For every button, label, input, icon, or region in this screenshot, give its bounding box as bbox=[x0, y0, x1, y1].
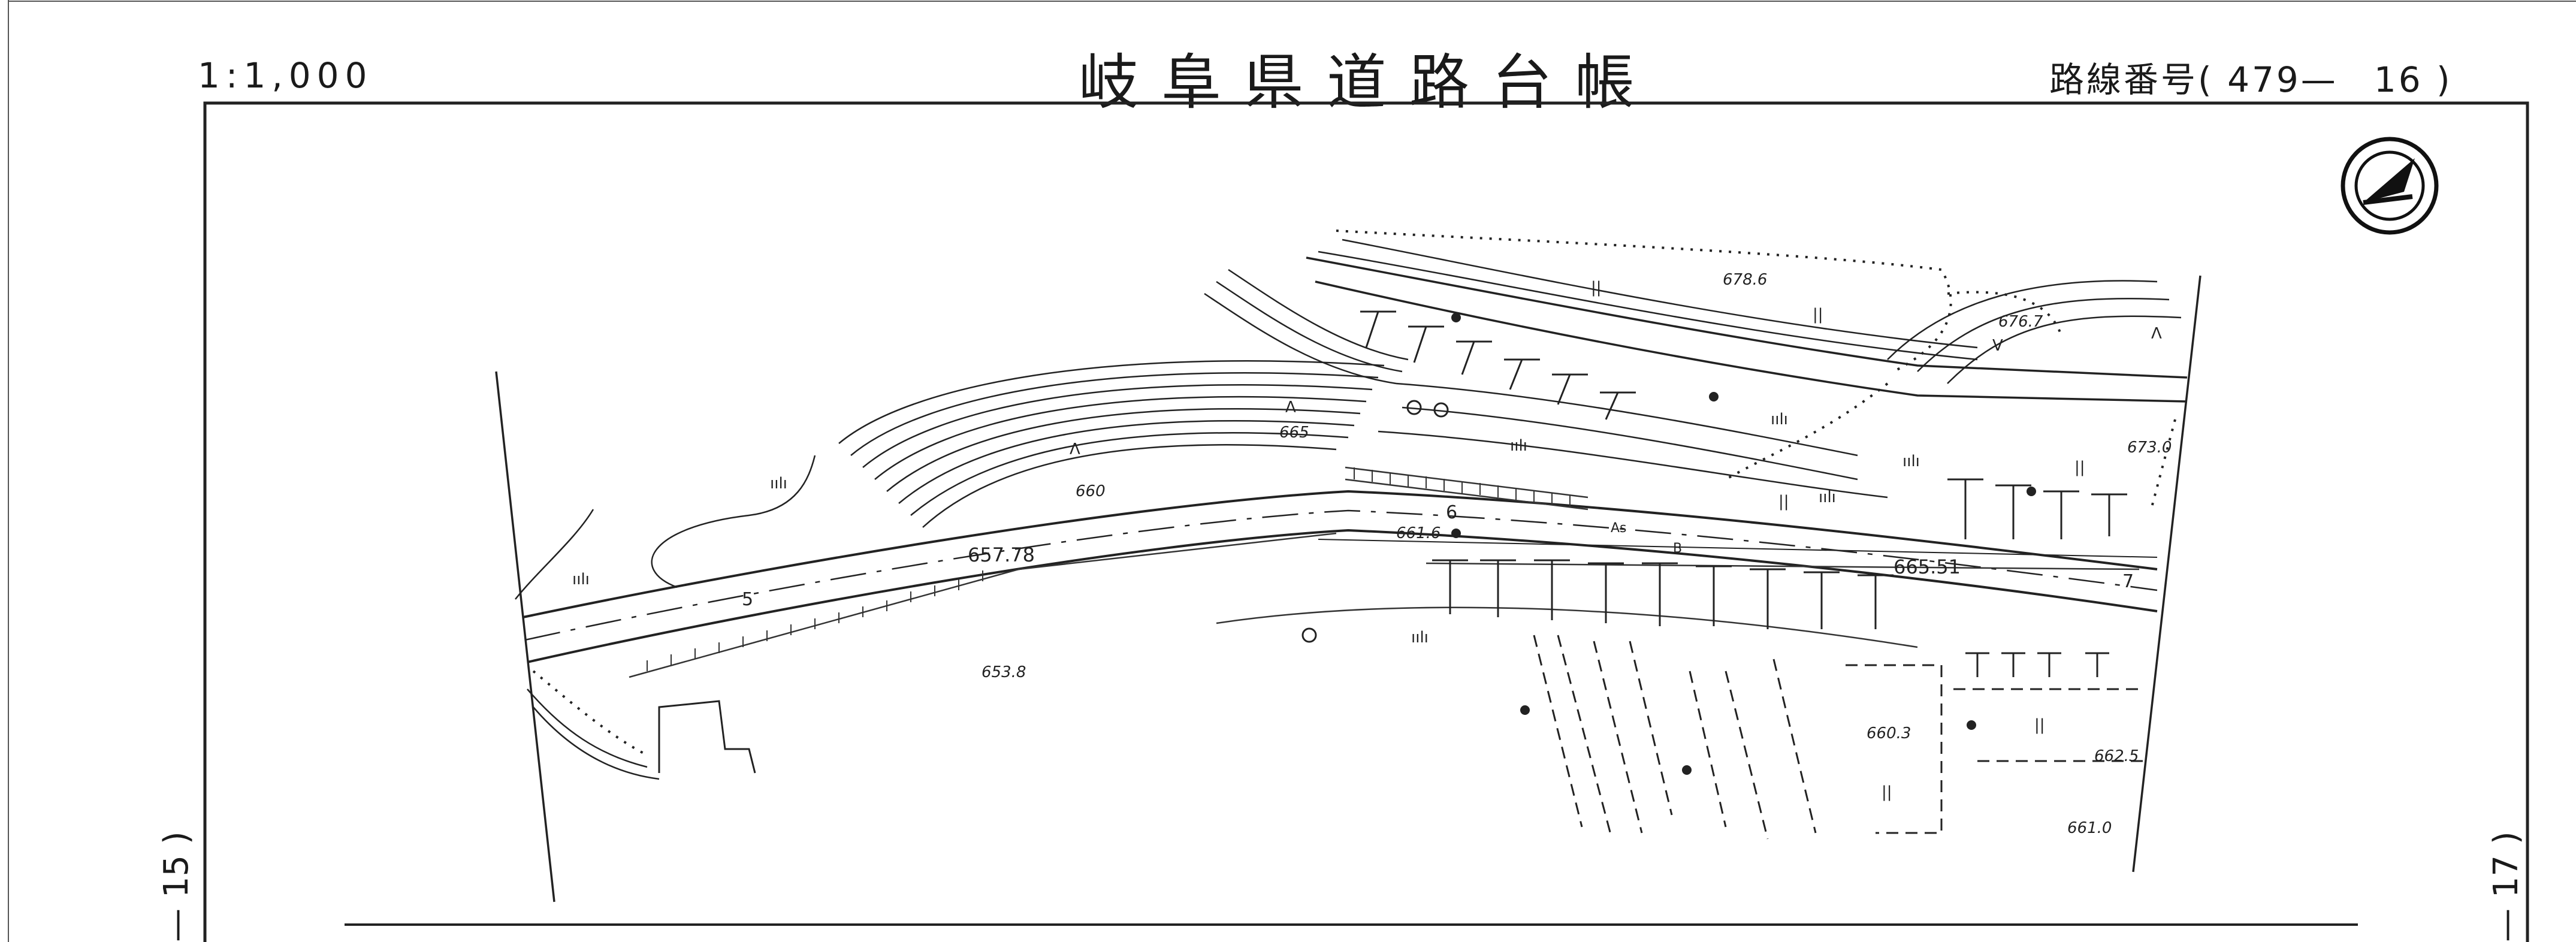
elevation-label: 660 bbox=[1076, 482, 1106, 500]
elevation-label: 653.8 bbox=[982, 663, 1026, 681]
slope-symbol: V bbox=[1992, 337, 2003, 355]
elevation-label: 661.0 bbox=[2067, 819, 2112, 837]
station-label: 5 bbox=[742, 589, 753, 610]
field-symbol: || bbox=[2074, 458, 2085, 476]
station-label: 7 bbox=[2122, 571, 2134, 592]
map-scale: 1:1,000 bbox=[198, 55, 373, 96]
elevation-label: 665.51 bbox=[1894, 555, 1961, 578]
dotted-boundary bbox=[532, 230, 2176, 756]
field-symbol: || bbox=[2034, 716, 2045, 734]
map-open-circles bbox=[1301, 400, 1449, 643]
building-block bbox=[658, 700, 756, 774]
building-outlines bbox=[1533, 635, 2145, 840]
map-point-features bbox=[1451, 313, 2036, 775]
map-frame bbox=[203, 101, 2529, 942]
grass-symbol: ıılı bbox=[1510, 437, 1527, 455]
elevation-label: 662.5 bbox=[2094, 747, 2139, 765]
route-number: 479— bbox=[2227, 59, 2338, 100]
surface-label: B bbox=[1673, 541, 1682, 556]
grass-symbol: ıılı bbox=[1771, 410, 1788, 428]
field-symbol: || bbox=[1591, 279, 1602, 297]
survey-area-outline bbox=[495, 275, 2201, 902]
slope-symbol: Λ bbox=[1070, 440, 1080, 458]
slope-symbol: Λ bbox=[2151, 325, 2162, 343]
elevation-label: 676.7 bbox=[1998, 313, 2043, 331]
station-label: 6 bbox=[1446, 502, 1457, 523]
elevation-label: 678.6 bbox=[1723, 271, 1767, 289]
north-arrow-icon bbox=[2341, 137, 2439, 235]
elevation-label: 661.6 bbox=[1396, 524, 1440, 542]
slope-marks bbox=[1360, 310, 2127, 677]
elevation-label: 660.3 bbox=[1867, 724, 1911, 742]
surface-label: As bbox=[1611, 521, 1627, 536]
field-symbol: || bbox=[1813, 306, 1823, 324]
wall-ticks bbox=[647, 467, 1571, 671]
contour-lines bbox=[515, 238, 2182, 780]
grass-symbol: ıılı bbox=[1902, 452, 1920, 470]
grass-symbol: ıılı bbox=[1819, 488, 1836, 506]
grass-symbol: ıılı bbox=[770, 475, 787, 493]
slope-symbol: Λ bbox=[1285, 398, 1296, 416]
route-number-label: 路線番号 bbox=[2049, 59, 2198, 100]
elevation-label: 665 bbox=[1279, 424, 1309, 442]
sheet-number: 16 bbox=[2373, 59, 2423, 100]
main-road bbox=[523, 256, 2188, 663]
field-symbol: || bbox=[1778, 493, 1789, 511]
retaining-wall-hatching bbox=[629, 466, 2140, 678]
grass-symbol: ıılı bbox=[1411, 629, 1429, 647]
page-title: 岐阜県道路台帳 bbox=[1079, 47, 1657, 117]
route-number-header: 路線番号( 479—16 ) bbox=[2049, 59, 2453, 100]
field-symbol: || bbox=[1882, 783, 1892, 801]
elevation-label: 657.78 bbox=[968, 544, 1035, 566]
grass-symbol: ıılı bbox=[572, 570, 590, 588]
elevation-label: 673.0 bbox=[2127, 439, 2172, 457]
